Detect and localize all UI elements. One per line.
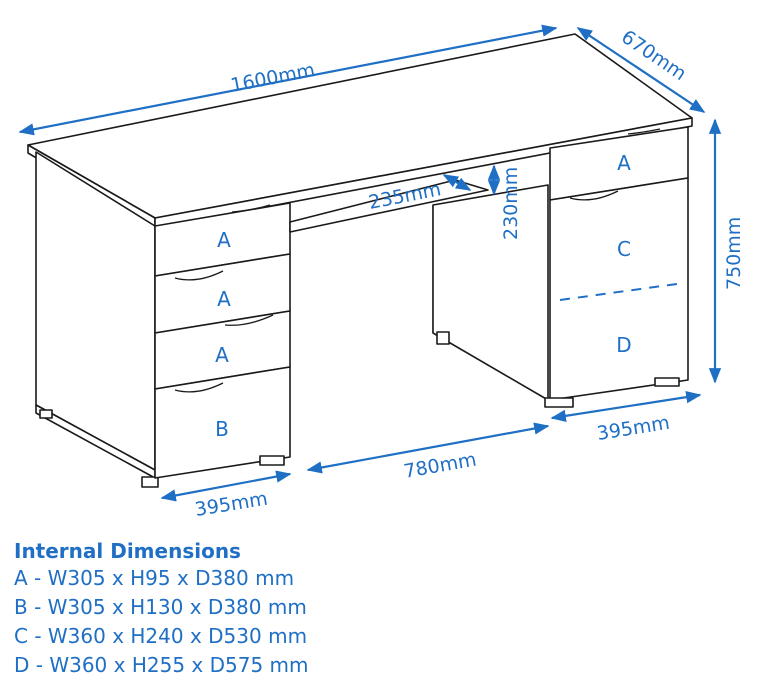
dim-right-pedestal: 395mm [595,412,671,445]
dim-height: 750mm [723,217,745,290]
dim-shelf-height: 230mm [500,167,522,240]
label-left-1: A [217,228,231,252]
right-pedestal [432,126,689,408]
label-left-4: B [215,417,229,441]
legend-title: Internal Dimensions [14,539,241,563]
internal-dimensions-legend: Internal Dimensions A - W305 x H95 x D38… [14,538,309,680]
label-left-3: A [215,343,229,367]
dim-knee-space: 780mm [402,449,478,483]
dim-left-pedestal: 395mm [193,488,269,521]
left-pedestal [35,151,291,488]
legend-row-d: D - W360 x H255 x D575 mm [14,653,309,677]
label-right-2: C [617,237,631,261]
label-right-1: A [617,151,631,175]
label-left-2: A [217,287,231,311]
label-right-3: D [616,333,631,357]
legend-row-a: A - W305 x H95 x D380 mm [14,566,295,590]
legend-row-b: B - W305 x H130 x D380 mm [14,595,307,619]
legend-row-c: C - W360 x H240 x D530 mm [14,624,308,648]
